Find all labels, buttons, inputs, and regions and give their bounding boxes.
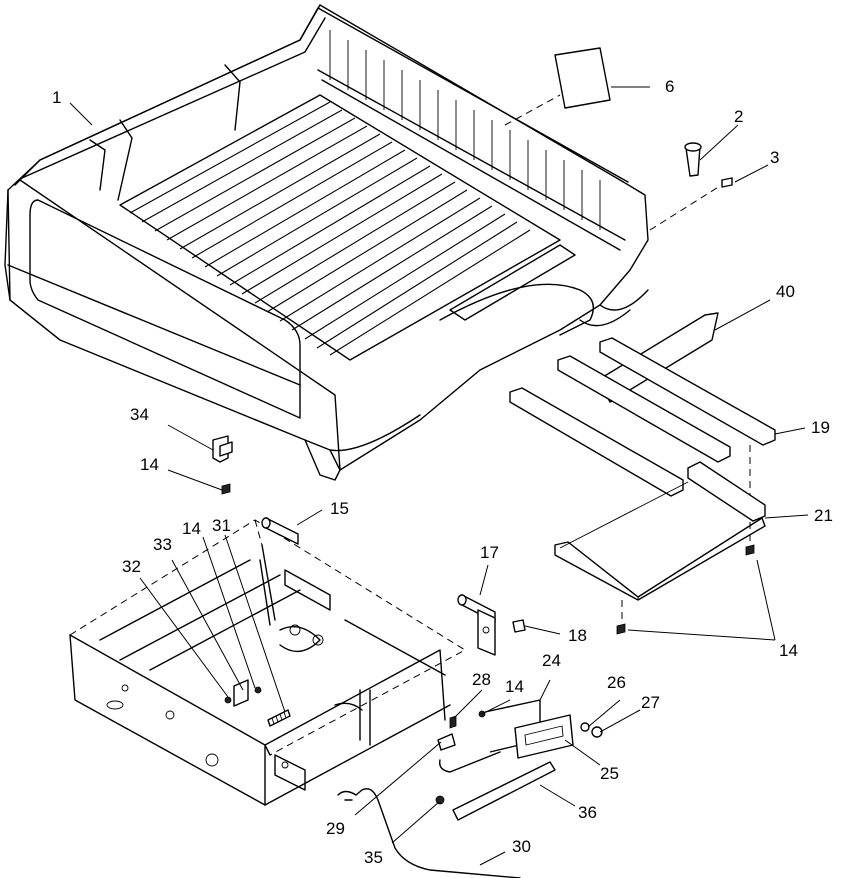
callout-35: 35 [364, 848, 383, 867]
callout-28: 28 [472, 670, 491, 689]
bolt-18 [512, 619, 526, 633]
callout-6: 6 [665, 77, 674, 96]
callout-24: 24 [542, 651, 561, 670]
floor-slats [129, 101, 531, 356]
callout-14-d: 14 [505, 677, 524, 696]
bolt-14-left [221, 483, 231, 495]
rail-19 [557, 337, 776, 463]
tray-21 [509, 387, 766, 601]
callout-18: 18 [568, 626, 587, 645]
callout-25: 25 [600, 764, 619, 783]
callout-15: 15 [330, 499, 349, 518]
callout-14-b: 14 [182, 519, 201, 538]
bolts-14-right [616, 544, 755, 635]
nut-35 [435, 795, 445, 805]
decal-36 [452, 761, 556, 821]
latch-24 [439, 699, 574, 773]
back-wall-ribs [317, 30, 626, 251]
bracket-34 [212, 435, 233, 463]
callout-36: 36 [578, 803, 597, 822]
callout-31: 31 [212, 516, 231, 535]
bracket-29 [437, 733, 456, 751]
callout-30: 30 [512, 837, 531, 856]
leader-lines [69, 86, 809, 866]
washer-26 [580, 722, 590, 732]
callout-2: 2 [734, 107, 743, 126]
callout-14-c: 14 [779, 641, 798, 660]
callout-27: 27 [641, 693, 660, 712]
callout-29: 29 [326, 819, 345, 838]
frame [69, 519, 466, 806]
callout-32: 32 [122, 557, 141, 576]
callout-34: 34 [130, 405, 149, 424]
callout-labels: 1 2 3 6 40 19 21 34 14 15 14 31 33 32 17… [52, 77, 833, 867]
callout-3: 3 [770, 148, 779, 167]
callout-19: 19 [811, 418, 830, 437]
callout-26: 26 [607, 673, 626, 692]
callout-40: 40 [776, 282, 795, 301]
callout-17: 17 [480, 543, 499, 562]
nut-27 [591, 726, 603, 738]
cargo-bed [4, 4, 649, 481]
pin-17 [457, 594, 496, 656]
callout-21: 21 [814, 506, 833, 525]
latch-hardware [224, 679, 291, 727]
screw-3 [721, 177, 733, 188]
callout-33: 33 [153, 535, 172, 554]
bumper-2 [684, 142, 702, 177]
rod-30 [337, 788, 521, 878]
pin-15 [261, 517, 299, 545]
decal-6 [554, 47, 611, 109]
callout-14-a: 14 [140, 455, 159, 474]
callout-1: 1 [52, 88, 61, 107]
clip-28 [449, 715, 457, 729]
